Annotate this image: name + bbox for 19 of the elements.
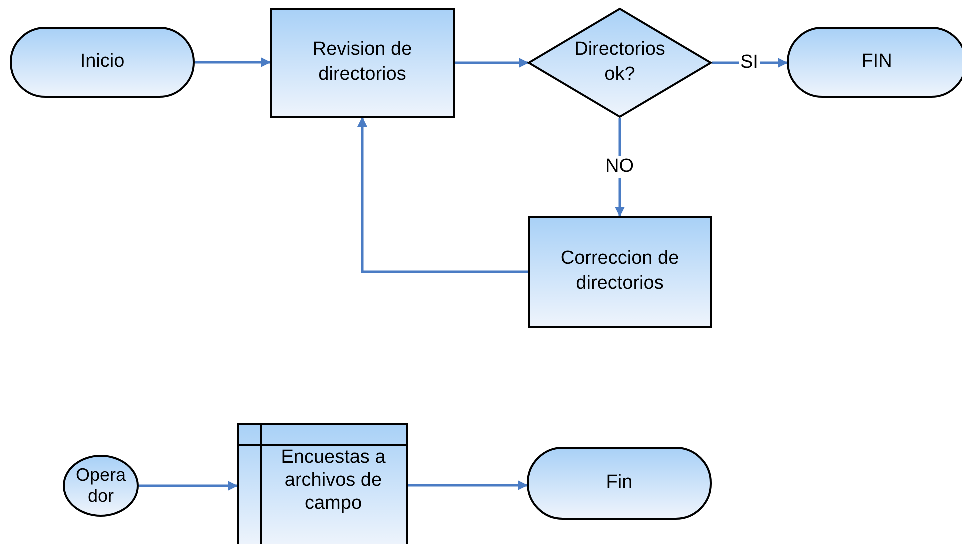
node-label: Operador: [74, 465, 128, 507]
node-label: FIN: [862, 50, 892, 74]
node-label: Fin: [606, 471, 633, 496]
process-box: [528, 216, 712, 328]
node-label: Directorios ok?: [574, 38, 666, 87]
node-label: Correccion de directorios: [560, 247, 680, 296]
node-label: Encuestas a archivos de campo: [280, 447, 387, 516]
arrow: [408, 480, 528, 490]
arrow: [139, 481, 238, 491]
process-box: [270, 8, 455, 118]
decision-diamond: [528, 8, 712, 118]
arrow: [712, 58, 788, 68]
storage-box: [237, 423, 408, 544]
arrow: [195, 58, 271, 68]
terminal-shape: [787, 27, 962, 98]
arrow: [455, 58, 529, 68]
node-label: Inicio: [80, 50, 125, 74]
node-label: Revision de directorios: [312, 38, 414, 87]
arrow: [358, 117, 528, 274]
